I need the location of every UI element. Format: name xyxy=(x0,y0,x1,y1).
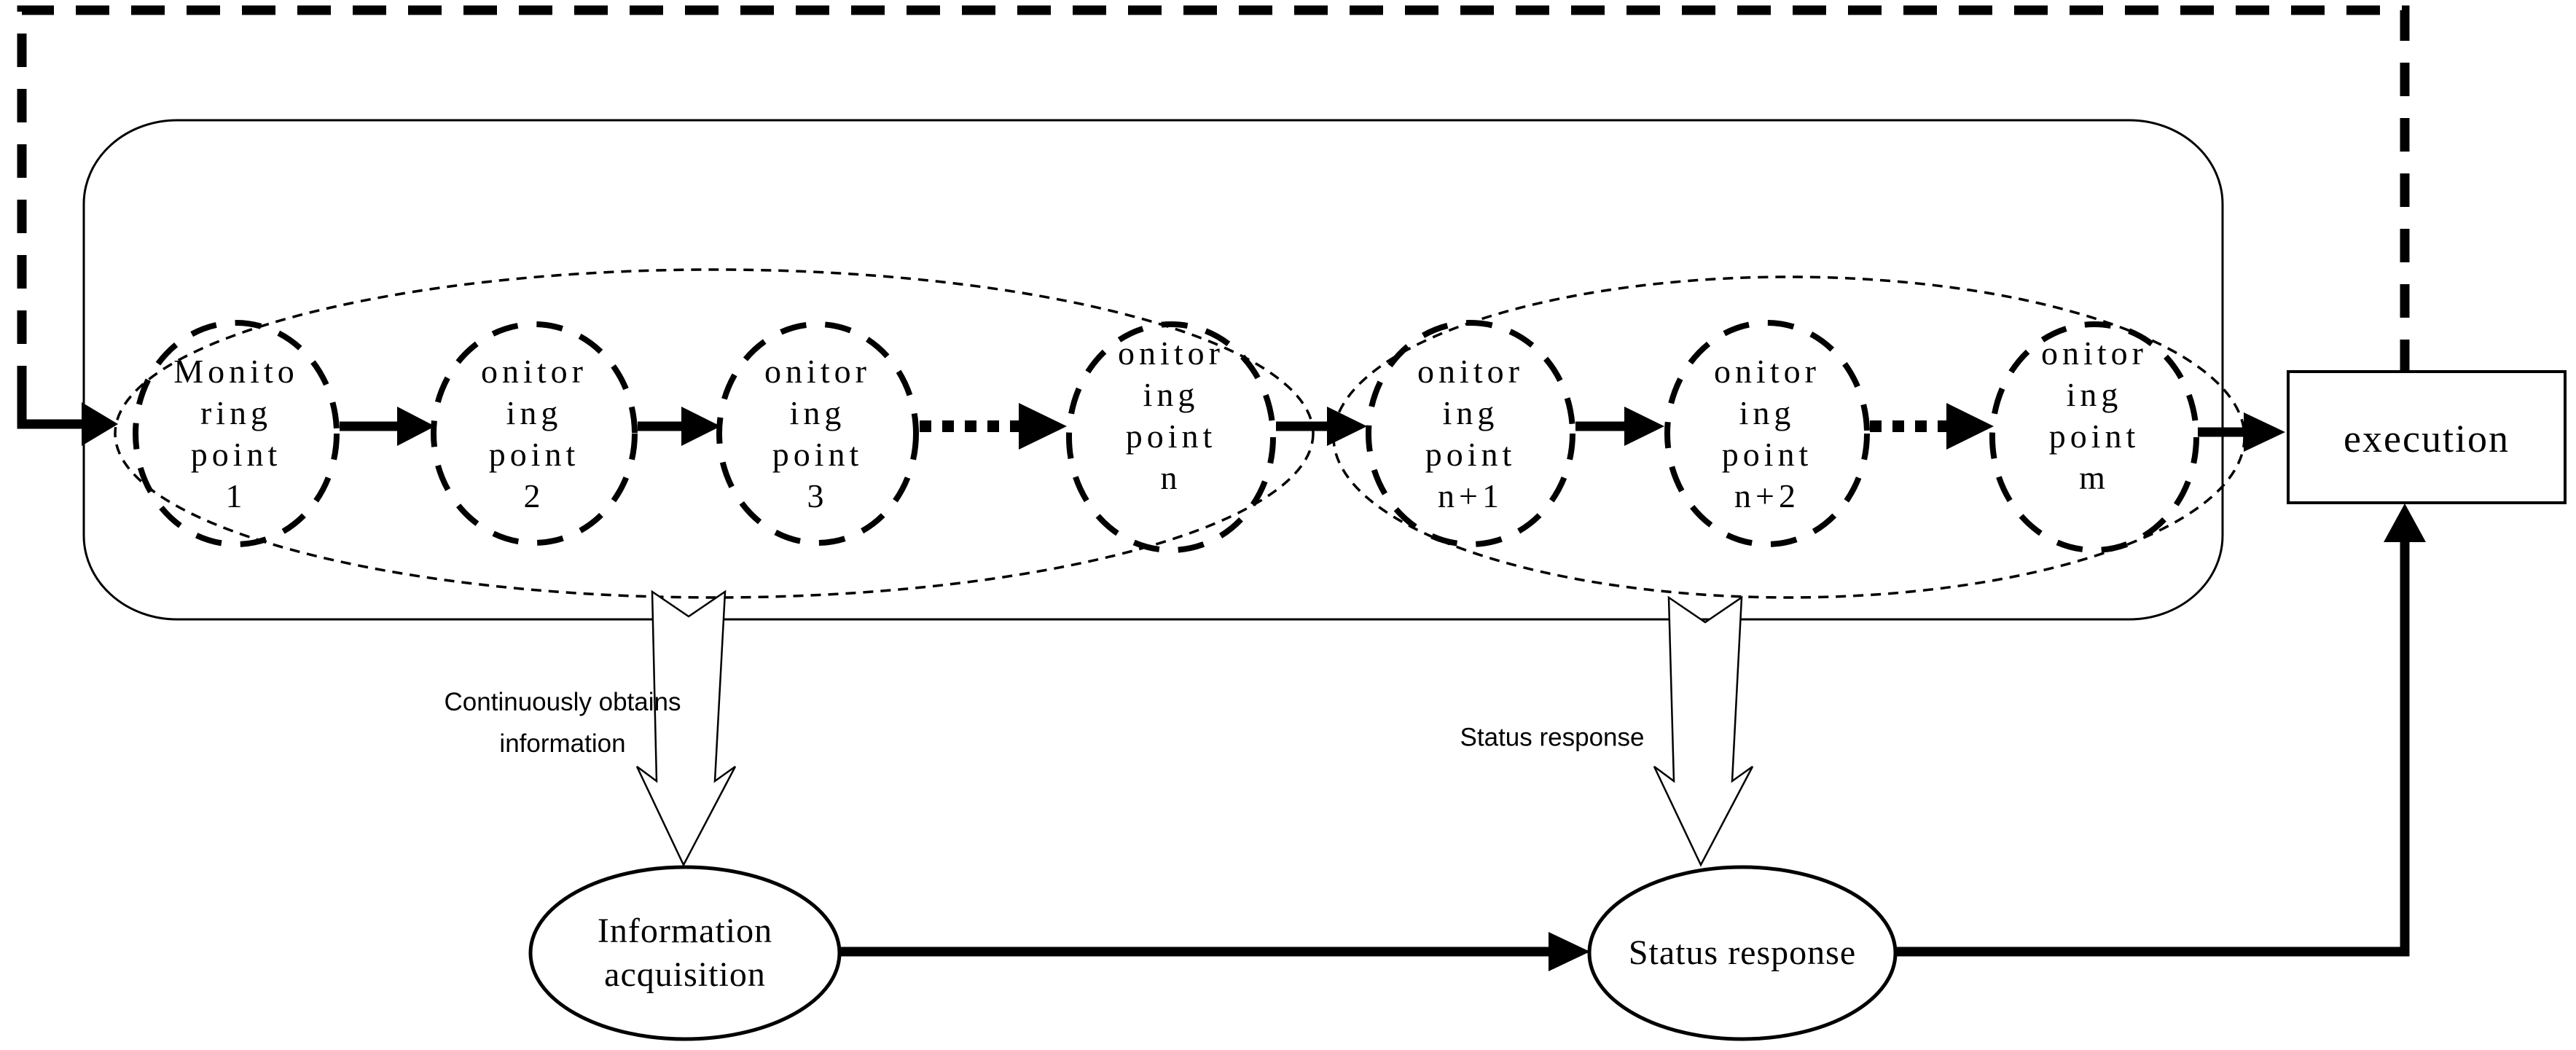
label-line: ring xyxy=(200,394,273,431)
monitoring-point-n1-circle xyxy=(1366,320,1575,547)
return-path-status-to-execution xyxy=(1897,541,2410,957)
label-line: 2 xyxy=(523,477,545,514)
label-line: point xyxy=(772,436,864,473)
feedback-dashed-loop xyxy=(17,5,2410,399)
monitoring-container-rounded-rect xyxy=(82,119,2224,621)
status-response-annotation-label: Status response xyxy=(1460,723,1645,752)
label-line: m xyxy=(2079,459,2110,496)
label-line: point xyxy=(1125,418,1217,455)
hollow-down-arrow-information-icon xyxy=(635,589,737,867)
arrow-n1-to-n2-head-icon xyxy=(1624,407,1664,446)
label-line: ing xyxy=(2066,376,2123,413)
execution-label: execution xyxy=(2344,417,2510,461)
label-line: ing xyxy=(789,394,846,431)
monitoring-point-3-circle xyxy=(716,321,919,546)
monitoring-point-1-circle xyxy=(133,320,340,547)
monitoring-point-n2-circle xyxy=(1664,320,1870,547)
monitoring-point-1-label: Monito ring point 1 xyxy=(173,350,298,517)
monitoring-point-2-circle xyxy=(431,321,638,546)
label-line: Information xyxy=(597,912,773,950)
label-line: 1 xyxy=(225,477,247,514)
label-line: onitor xyxy=(1417,353,1524,390)
label-line: ing xyxy=(1739,394,1796,431)
continuously-obtains-label: Continuously obtains information xyxy=(445,681,681,764)
label-line: ing xyxy=(1143,376,1199,413)
monitoring-point-n-circle xyxy=(1066,321,1276,553)
monitoring-point-m-label: onitor ing point m xyxy=(2041,332,2148,498)
label-line: n+1 xyxy=(1438,477,1503,514)
label-line: acquisition xyxy=(604,955,766,994)
label-line: n xyxy=(1160,459,1182,496)
monitoring-point-2-label: onitor ing point 2 xyxy=(481,350,587,517)
group-ellipse-points-1-to-n xyxy=(114,268,1315,599)
label-line: point xyxy=(488,436,580,473)
arrow-m-to-execution-head-icon xyxy=(2244,412,2285,452)
label-line: 3 xyxy=(807,477,829,514)
label-line: onitor xyxy=(764,353,871,390)
monitoring-point-m-circle xyxy=(1989,321,2199,553)
arrow-3-to-n-head-icon xyxy=(1019,403,1067,450)
entry-arrowhead-icon xyxy=(82,402,118,446)
label-line: point xyxy=(1721,436,1813,473)
status-response-ellipse xyxy=(1587,865,1898,1041)
information-acquisition-label: Information acquisition xyxy=(598,909,772,997)
entry-elbow-line xyxy=(17,393,83,429)
label-line: onitor xyxy=(481,353,587,390)
monitoring-point-n-label: onitor ing point n xyxy=(1118,332,1224,498)
monitoring-point-3-label: onitor ing point 3 xyxy=(764,350,871,517)
label-line: Monito xyxy=(173,353,299,390)
arrow-1-to-2-head-icon xyxy=(397,407,435,446)
label-line: information xyxy=(499,729,626,758)
label-line: onitor xyxy=(2041,334,2148,372)
label-line: ing xyxy=(1442,394,1499,431)
arrow-2-to-3-head-icon xyxy=(681,407,721,446)
execution-box xyxy=(2287,370,2567,504)
label-line: onitor xyxy=(1714,353,1820,390)
label-line: point xyxy=(190,436,282,473)
arrow-up-into-execution-head-icon xyxy=(2384,504,2426,542)
arrow-n-to-n1-head-icon xyxy=(1327,407,1367,446)
label-line: point xyxy=(2048,418,2140,455)
information-acquisition-ellipse xyxy=(528,865,842,1041)
arrow-info-to-status-head-icon xyxy=(1549,932,1590,971)
monitoring-point-n2-label: onitor ing point n+2 xyxy=(1714,350,1820,517)
label-line: point xyxy=(1425,436,1516,473)
status-response-ellipse-label: Status response xyxy=(1628,933,1857,972)
label-line: onitor xyxy=(1118,334,1224,372)
label-line: n+2 xyxy=(1734,477,1800,514)
monitoring-point-n1-label: onitor ing point n+1 xyxy=(1417,350,1524,517)
label-line: Continuously obtains xyxy=(444,688,681,716)
hollow-down-arrow-status-icon xyxy=(1653,595,1754,867)
arrow-n2-to-m-head-icon xyxy=(1946,403,1994,450)
label-line: ing xyxy=(506,394,563,431)
